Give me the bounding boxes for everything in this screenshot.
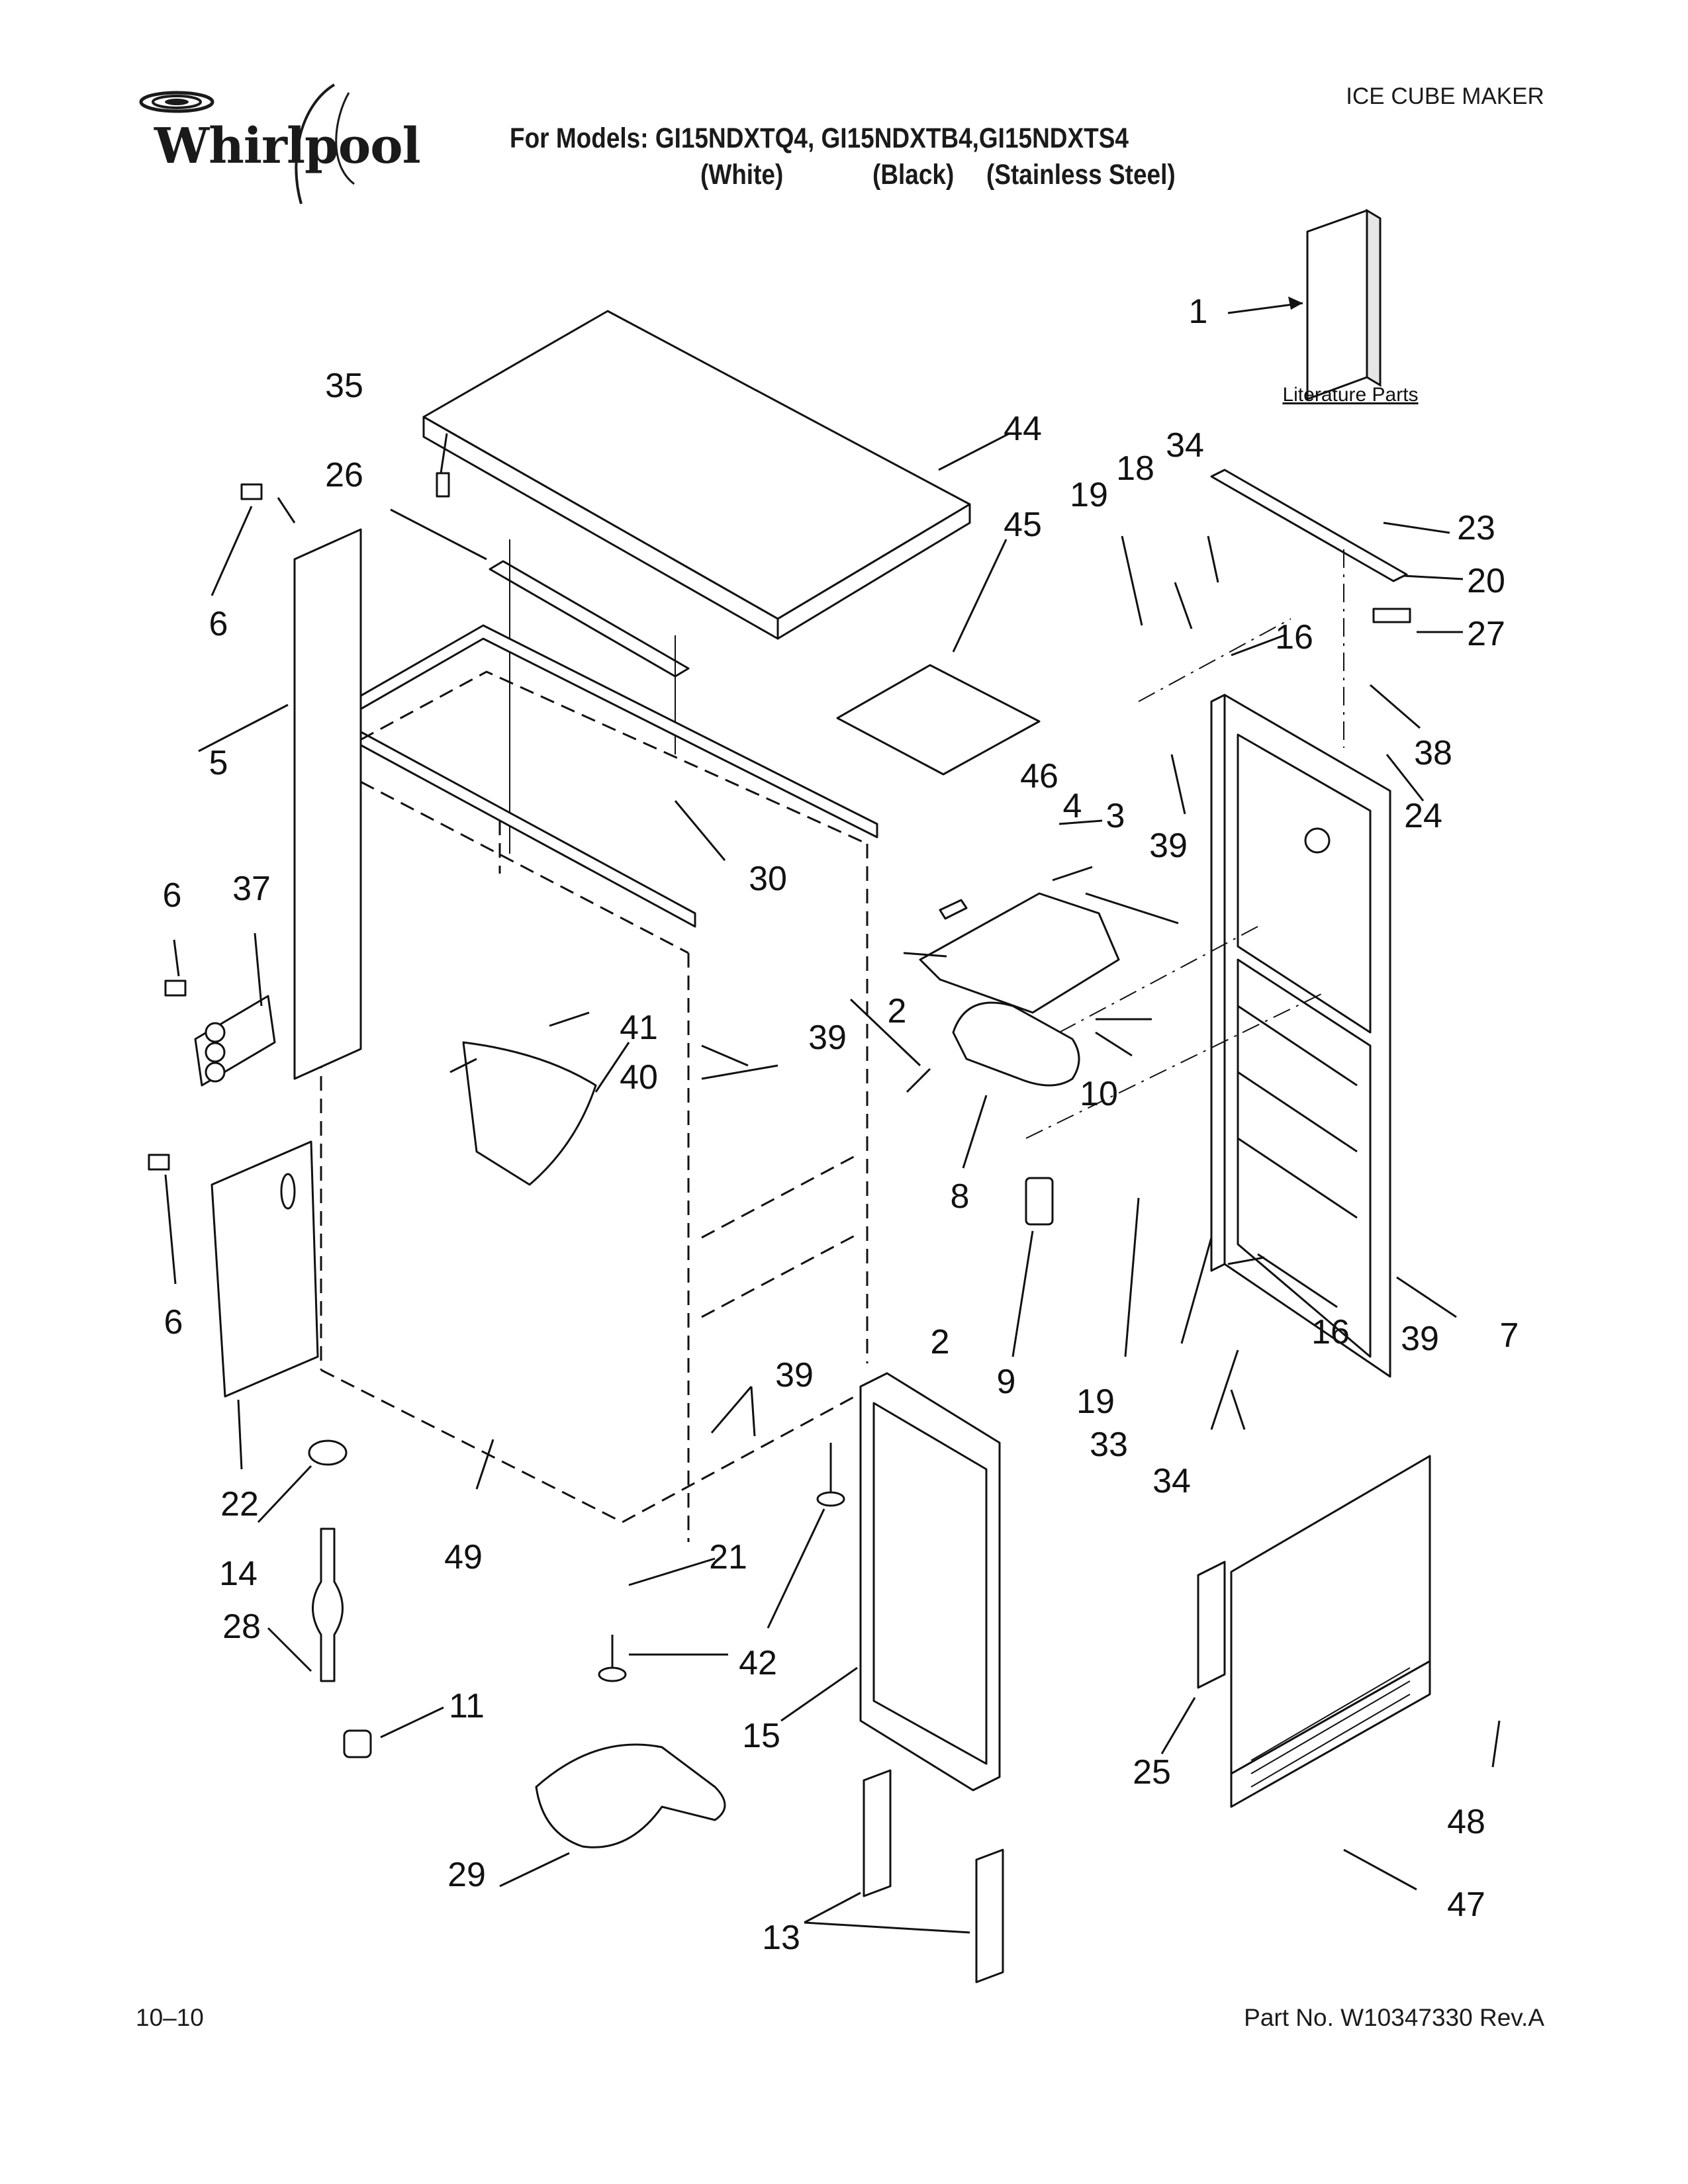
part-5-side-panel <box>198 528 362 1080</box>
callout-39: 39 <box>808 1019 847 1057</box>
part-25-bracket <box>1160 1561 1226 1754</box>
callout-2b: 2 <box>931 1323 950 1361</box>
callout-7: 7 <box>1500 1316 1519 1355</box>
callout-39: 39 <box>1401 1320 1439 1358</box>
callout-26: 26 <box>325 456 363 494</box>
callout-16: 16 <box>1275 618 1313 657</box>
variant-white: (White) <box>700 159 784 191</box>
callout-41: 41 <box>620 1009 658 1047</box>
callout-6: 6 <box>209 605 228 643</box>
part-13-trims <box>804 1769 1004 1983</box>
variant-stainless: (Stainless Steel) <box>986 159 1176 191</box>
leader-lines <box>475 522 1501 1768</box>
callout-10: 10 <box>1080 1075 1118 1113</box>
callout-2: 2 <box>888 992 907 1030</box>
callout-19: 19 <box>1076 1383 1115 1421</box>
part-number: Part No. W10347330 Rev.A <box>1244 2004 1544 2031</box>
part-37-bracket <box>194 933 276 1087</box>
callout-35: 35 <box>325 367 363 405</box>
callout-labels: 1 35 44 26 45 34 18 19 23 20 6 16 27 5 3… <box>163 293 1519 1957</box>
whirlpool-logo: Whirlpool <box>136 78 421 210</box>
callout-19: 19 <box>1070 476 1108 514</box>
callout-16: 16 <box>1311 1313 1350 1351</box>
part-8-block <box>952 1001 1080 1169</box>
part-22-rear-plate <box>211 1140 319 1470</box>
callout-4: 4 <box>1063 787 1082 825</box>
callout-9: 9 <box>997 1363 1016 1401</box>
cabinet-frame <box>320 624 878 1542</box>
callout-27: 27 <box>1467 615 1505 653</box>
part-47-kickplate <box>1230 1455 1431 1891</box>
callout-34: 34 <box>1166 426 1204 465</box>
callout-13: 13 <box>762 1919 800 1957</box>
callout-29: 29 <box>447 1856 486 1894</box>
part-20-strip <box>1210 469 1464 582</box>
part-40-duct <box>449 1011 630 1186</box>
callout-22: 22 <box>220 1485 259 1524</box>
part-45-pad <box>836 539 1041 776</box>
part-7-door <box>1210 694 1457 1378</box>
section-title: ICE CUBE MAKER <box>1346 83 1544 109</box>
callout-44: 44 <box>1004 410 1042 448</box>
callout-1: 1 <box>1189 293 1208 331</box>
part-3-pan <box>919 866 1120 1014</box>
part-15-gasket <box>780 1372 1001 1792</box>
part-44-top-cover <box>422 310 1010 640</box>
callout-46: 46 <box>1020 757 1058 796</box>
callout-25: 25 <box>1133 1753 1171 1792</box>
callout-5: 5 <box>209 744 228 782</box>
callout-39: 39 <box>775 1356 814 1394</box>
part-14-clamp <box>257 1439 348 1524</box>
date-code: 10–10 <box>136 2004 204 2031</box>
screw-icon <box>148 483 296 1285</box>
brand-wordmark: Whirlpool <box>154 118 421 175</box>
callout-3: 3 <box>1106 797 1125 835</box>
callout-42: 42 <box>739 1644 777 1682</box>
models-title: For Models: GI15NDXTQ4, GI15NDXTB4,GI15N… <box>510 122 1129 154</box>
callout-20: 20 <box>1467 562 1505 600</box>
callout-45: 45 <box>1004 506 1042 544</box>
part-11-plug <box>343 1706 444 1758</box>
part-27-tape <box>1372 608 1463 633</box>
callout-37: 37 <box>232 870 271 908</box>
callout-8: 8 <box>951 1177 970 1216</box>
callout-30: 30 <box>749 860 787 898</box>
callout-14: 14 <box>219 1555 258 1593</box>
callout-28: 28 <box>222 1608 261 1646</box>
callout-6: 6 <box>164 1303 183 1342</box>
literature-parts-label: Literature Parts <box>1282 384 1418 406</box>
callout-40: 40 <box>620 1058 658 1097</box>
variant-black: (Black) <box>872 159 955 191</box>
part-9-latch <box>1011 1177 1054 1357</box>
part-29-scoop <box>499 1743 726 1888</box>
callout-11: 11 <box>449 1687 485 1725</box>
callout-15: 15 <box>742 1717 780 1755</box>
part-42-legs <box>598 1443 845 1682</box>
callout-6: 6 <box>163 876 182 915</box>
callout-47: 47 <box>1447 1886 1485 1924</box>
part-28-hose <box>267 1527 344 1682</box>
part-1-literature <box>1227 208 1382 400</box>
whirlpool-swirl-icon <box>139 83 355 205</box>
callout-39: 39 <box>1149 827 1188 865</box>
callout-24: 24 <box>1404 797 1442 835</box>
callout-21: 21 <box>709 1538 747 1576</box>
callout-49: 49 <box>444 1538 483 1576</box>
callout-34: 34 <box>1152 1462 1191 1500</box>
callout-38: 38 <box>1414 734 1452 772</box>
callout-48: 48 <box>1447 1803 1485 1841</box>
callout-33: 33 <box>1090 1426 1128 1464</box>
callout-23: 23 <box>1457 509 1495 547</box>
callout-18: 18 <box>1116 449 1154 488</box>
callout-2: 2 <box>931 1323 950 1361</box>
